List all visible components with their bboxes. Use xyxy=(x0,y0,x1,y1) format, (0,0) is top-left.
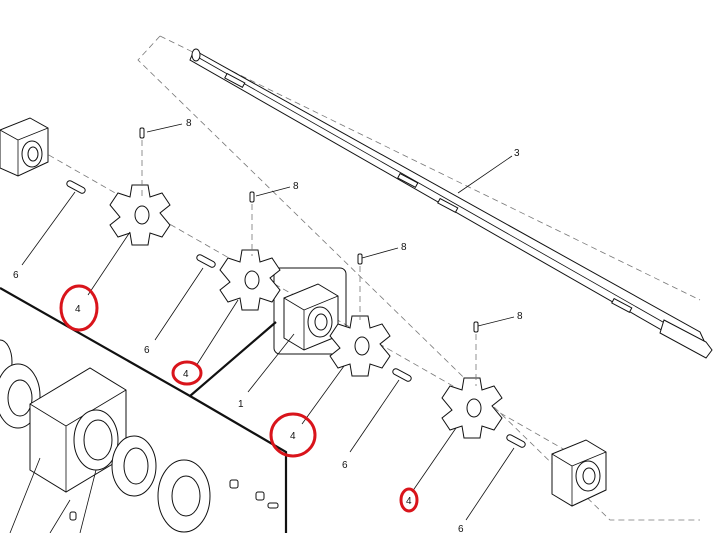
highlight-circles xyxy=(59,284,419,513)
callout-labels: 3 8 8 8 8 6 6 6 6 1 4 4 4 4 xyxy=(13,118,523,533)
sprocket-2 xyxy=(219,249,281,311)
sprocket-3 xyxy=(329,315,391,377)
label-bearing: 1 xyxy=(238,399,244,410)
label-pin: 8 xyxy=(186,118,192,129)
shaft xyxy=(189,48,713,359)
label-key: 6 xyxy=(342,460,348,471)
bearing-bottom-right xyxy=(551,439,607,507)
label-pin: 8 xyxy=(517,311,523,322)
label-pin: 8 xyxy=(293,181,299,192)
label-sprocket: 4 xyxy=(183,369,189,380)
label-pin: 8 xyxy=(401,242,407,253)
lower-assembly-detail xyxy=(0,287,288,533)
label-key: 6 xyxy=(144,345,150,356)
label-key: 6 xyxy=(458,524,464,533)
label-sprocket: 4 xyxy=(290,431,296,442)
bearing-top-left xyxy=(0,117,49,177)
keys xyxy=(66,180,526,448)
label-sprocket: 4 xyxy=(406,496,412,507)
sprocket-4 xyxy=(441,377,503,439)
detail-frame xyxy=(273,267,347,355)
sprocket-1 xyxy=(109,184,171,246)
label-shaft: 3 xyxy=(514,148,520,159)
label-sprocket: 4 xyxy=(75,304,81,315)
label-key: 6 xyxy=(13,270,19,281)
bearing-center xyxy=(283,283,339,351)
pins xyxy=(139,127,479,386)
leader-lines xyxy=(21,123,515,521)
